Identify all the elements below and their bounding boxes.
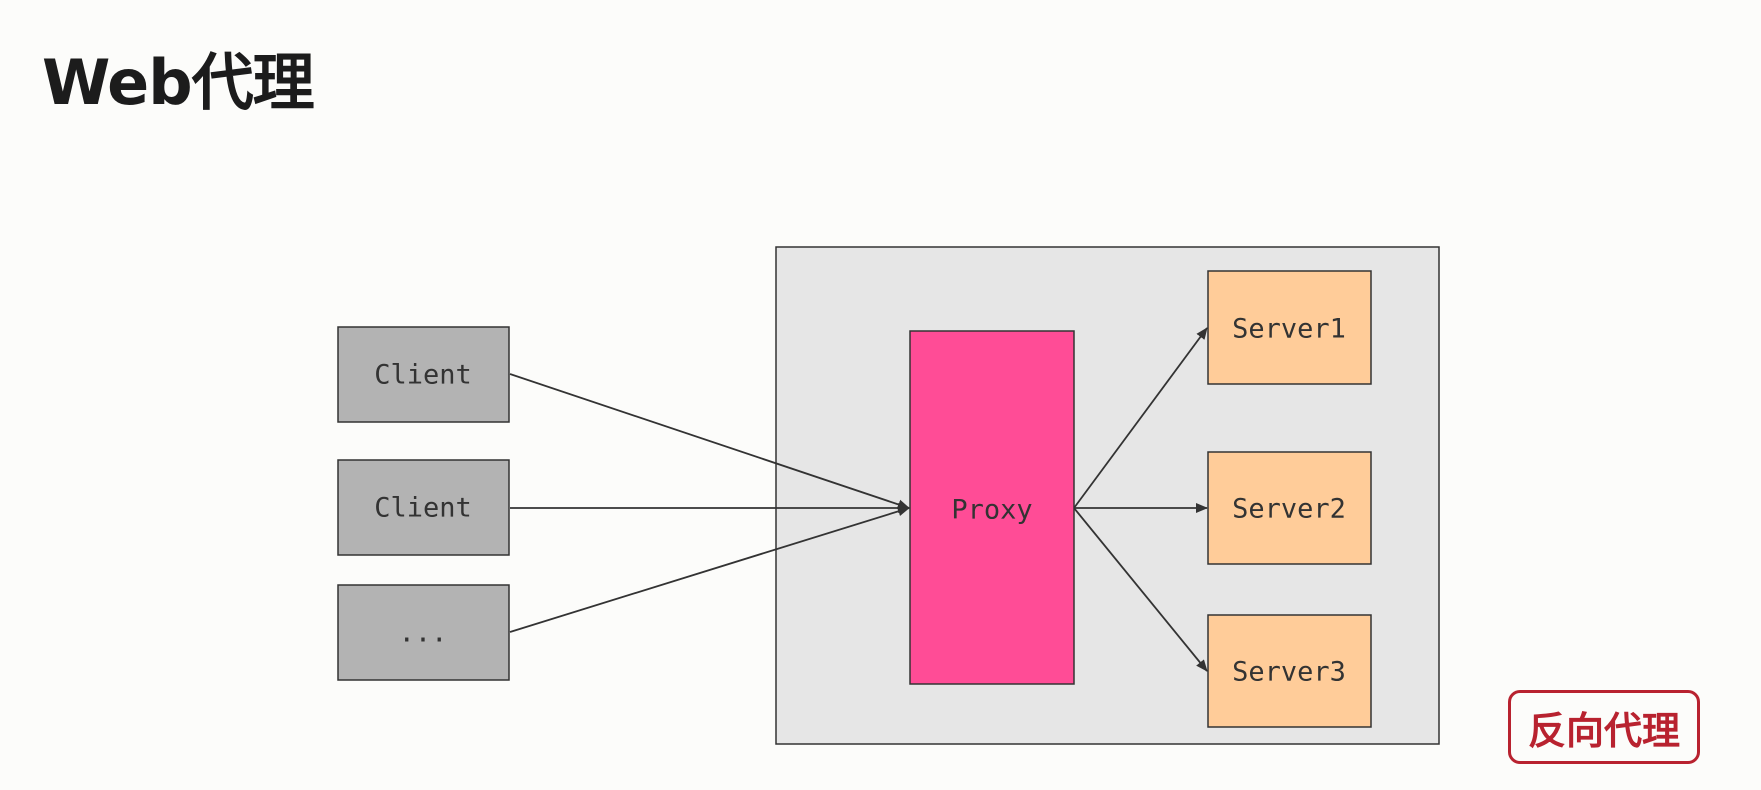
server-node-1: Server1 [1207,270,1372,385]
client-node-2-label: Client [374,493,472,524]
server-node-3-label: Server3 [1232,657,1346,688]
client-node-2: Client [337,459,510,556]
page-title: Web代理 [42,46,315,119]
server-node-2-label: Server2 [1232,494,1346,525]
client-node-3-label: ... [399,618,448,649]
client-node-1-label: Client [374,360,472,391]
connector-proxy-server1 [1073,327,1208,509]
proxy-node-label: Proxy [951,495,1032,526]
reverse-proxy-badge: 反向代理 [1508,690,1700,764]
client-node-1: Client [337,326,510,423]
connector-client3-proxy [509,506,910,633]
proxy-node: Proxy [909,330,1075,685]
server-node-2: Server2 [1207,451,1372,565]
client-node-3: ... [337,584,510,681]
connector-client1-proxy [509,373,910,510]
connector-proxy-server3 [1073,507,1208,672]
server-node-3: Server3 [1207,614,1372,728]
server-node-1-label: Server1 [1232,314,1346,345]
